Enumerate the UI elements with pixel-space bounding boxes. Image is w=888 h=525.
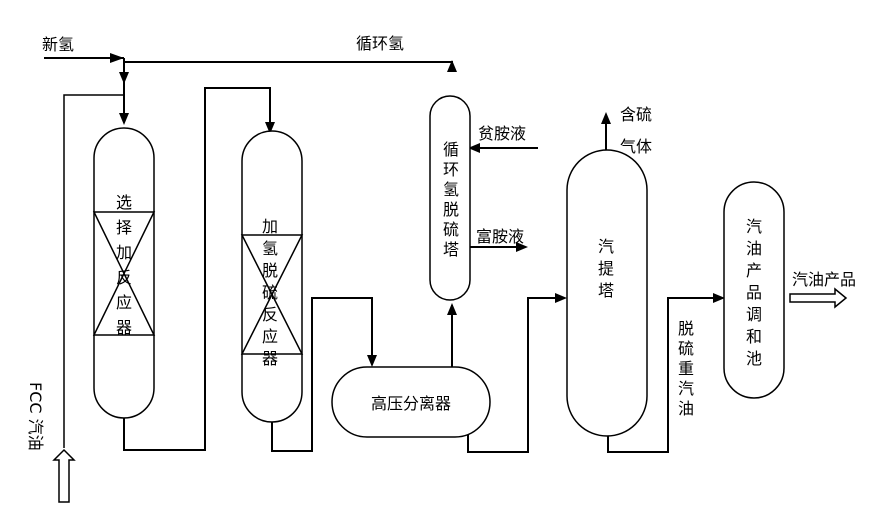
stripper-label: 汽提塔 (598, 237, 614, 300)
reactor1-to-reactor2-line (123, 87, 271, 451)
process-lines (44, 57, 715, 453)
lean-amine-arrow (468, 143, 480, 153)
header-down-arrow (119, 72, 129, 84)
vessel-labels: 选择加反应器 加氢脱硫反应器 循环氢脱硫塔 高压分离器 汽提塔 汽油产品调和池 (116, 140, 762, 413)
tower-inlet-arrow (447, 303, 457, 315)
recycle-h2-desulfurization-tower (429, 95, 471, 301)
reactor2-inlet-arrow (265, 122, 275, 134)
blending-tank-label: 汽油产品调和池 (746, 217, 762, 368)
stripper-tower (566, 149, 648, 437)
stream-labels: 新氢 循环氢 贫胺液 富胺液 汽油产品 含硫气体 脱硫重汽油 FCC 汽油 (26, 34, 856, 451)
feed-line (63, 94, 124, 448)
new-hydrogen-arrow (110, 53, 124, 63)
separator-inlet-arrow (367, 355, 377, 367)
gasoline-blending-tank (723, 181, 785, 399)
product-hollow-arrow (789, 287, 848, 309)
desulfurized-heavy-label: 脱硫重汽油 (678, 319, 694, 418)
sulfur-gas-arrow (601, 112, 611, 124)
separator-label: 高压分离器 (371, 394, 451, 413)
rich-amine-arrow (516, 242, 528, 252)
reactor1-catalyst-bed (92, 211, 156, 336)
reactor1-inlet-arrow (119, 113, 129, 125)
arrowheads (52, 53, 848, 503)
feed-label: FCC 汽油 (26, 382, 45, 451)
rich-amine-label: 富胺液 (476, 227, 524, 246)
lean-amine-label: 贫胺液 (478, 124, 526, 143)
separator-to-stripper-line (467, 297, 558, 453)
new-hydrogen-label: 新氢 (42, 35, 74, 54)
high-pressure-separator (331, 366, 491, 438)
product-label: 汽油产品 (792, 270, 856, 289)
feed-hollow-arrow (52, 448, 76, 503)
tower-label: 循环氢脱硫塔 (443, 140, 459, 259)
stripper-to-blend-line (607, 297, 715, 453)
reactor2-to-separator-line (271, 297, 373, 452)
recycle-hydrogen-header (123, 58, 453, 72)
blend-inlet-arrow (713, 293, 725, 303)
recycle-hydrogen-label: 循环氢 (356, 34, 404, 53)
recycle-up-arrow (447, 60, 457, 72)
vessels (92, 95, 785, 438)
sulfur-gas-label: 含硫气体 (620, 105, 652, 156)
reactor2-catalyst-bed (240, 234, 304, 355)
reactor1-label: 选择加反应器 (116, 193, 132, 337)
stripper-inlet-arrow (555, 293, 567, 303)
hydrodesulfurization-reactor (241, 130, 303, 423)
reactor2-label: 加氢脱硫反应器 (262, 217, 278, 368)
